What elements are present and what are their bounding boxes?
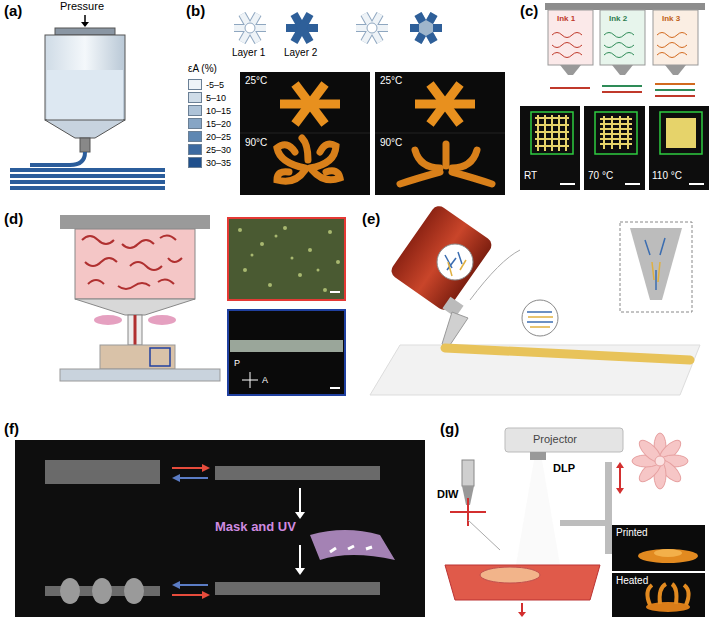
layer-label: Layer 2: [284, 47, 317, 59]
temperature-label: RT: [524, 170, 537, 182]
polarizer-label: P: [234, 358, 240, 368]
legend-row: 5–10: [188, 92, 226, 103]
legend-row: 20–25: [188, 131, 231, 142]
star-schematic: [234, 14, 442, 42]
legend-row: 30–35: [188, 157, 231, 168]
legend-swatch: [188, 105, 202, 116]
multi-nozzle: [545, 3, 705, 96]
nozzle-schematic: [60, 215, 220, 381]
legend-title: εA (%): [188, 63, 217, 75]
ink-label: Ink 3: [661, 14, 681, 23]
temperature-label: 90°C: [245, 137, 267, 149]
legend-text: 20–25: [206, 132, 231, 142]
legend-text: 5–10: [206, 93, 226, 103]
panel-letter: (g): [440, 420, 459, 437]
legend-text: -5–5: [206, 80, 224, 90]
syringe: [10, 15, 165, 188]
panel-letter: (b): [186, 2, 205, 19]
legend-row: 25–30: [188, 144, 231, 155]
ink-label: Ink 2: [608, 14, 628, 23]
panel-letter: (a): [4, 2, 22, 19]
legend-swatch: [188, 131, 202, 142]
device-label: DLP: [552, 462, 576, 475]
panel-letter: (f): [4, 420, 19, 437]
legend-swatch: [188, 144, 202, 155]
panel-letter: (d): [4, 210, 23, 227]
legend-swatch: [188, 118, 202, 129]
legend-swatch: [188, 157, 202, 168]
legend-swatch: [188, 79, 202, 90]
legend-swatch: [188, 92, 202, 103]
device-label: DIW: [436, 488, 459, 501]
device-label: Projector: [533, 433, 577, 446]
micrograph: [228, 218, 345, 395]
legend-text: 10–15: [206, 106, 231, 116]
photo-label: Printed: [616, 527, 648, 539]
layer-label: Layer 1: [232, 47, 265, 59]
nozzle-schematic: [370, 203, 700, 395]
photo-label: Heated: [616, 575, 648, 587]
panel-letter: (c): [520, 2, 538, 19]
process-label: Mask and UV: [215, 520, 296, 535]
photo: [520, 106, 709, 190]
ink-label: Ink 1: [556, 14, 576, 23]
legend-text: 25–30: [206, 145, 231, 155]
photo: [15, 440, 425, 617]
arrow-label: Pressure: [60, 0, 104, 13]
printer-schematic: [445, 428, 705, 617]
temperature-label: 90°C: [380, 137, 402, 149]
legend-row: 15–20: [188, 118, 231, 129]
legend-text: 15–20: [206, 119, 231, 129]
temperature-label: 25°C: [245, 75, 267, 87]
legend-row: 10–15: [188, 105, 231, 116]
temperature-label: 70 °C: [588, 170, 613, 182]
legend-text: 30–35: [206, 158, 231, 168]
temperature-label: 110 °C: [652, 170, 682, 182]
legend-row: -5–5: [188, 79, 224, 90]
photo: [240, 72, 505, 195]
temperature-label: 25°C: [380, 75, 402, 87]
polarizer-label: A: [262, 375, 268, 385]
panel-letter: (e): [362, 210, 380, 227]
